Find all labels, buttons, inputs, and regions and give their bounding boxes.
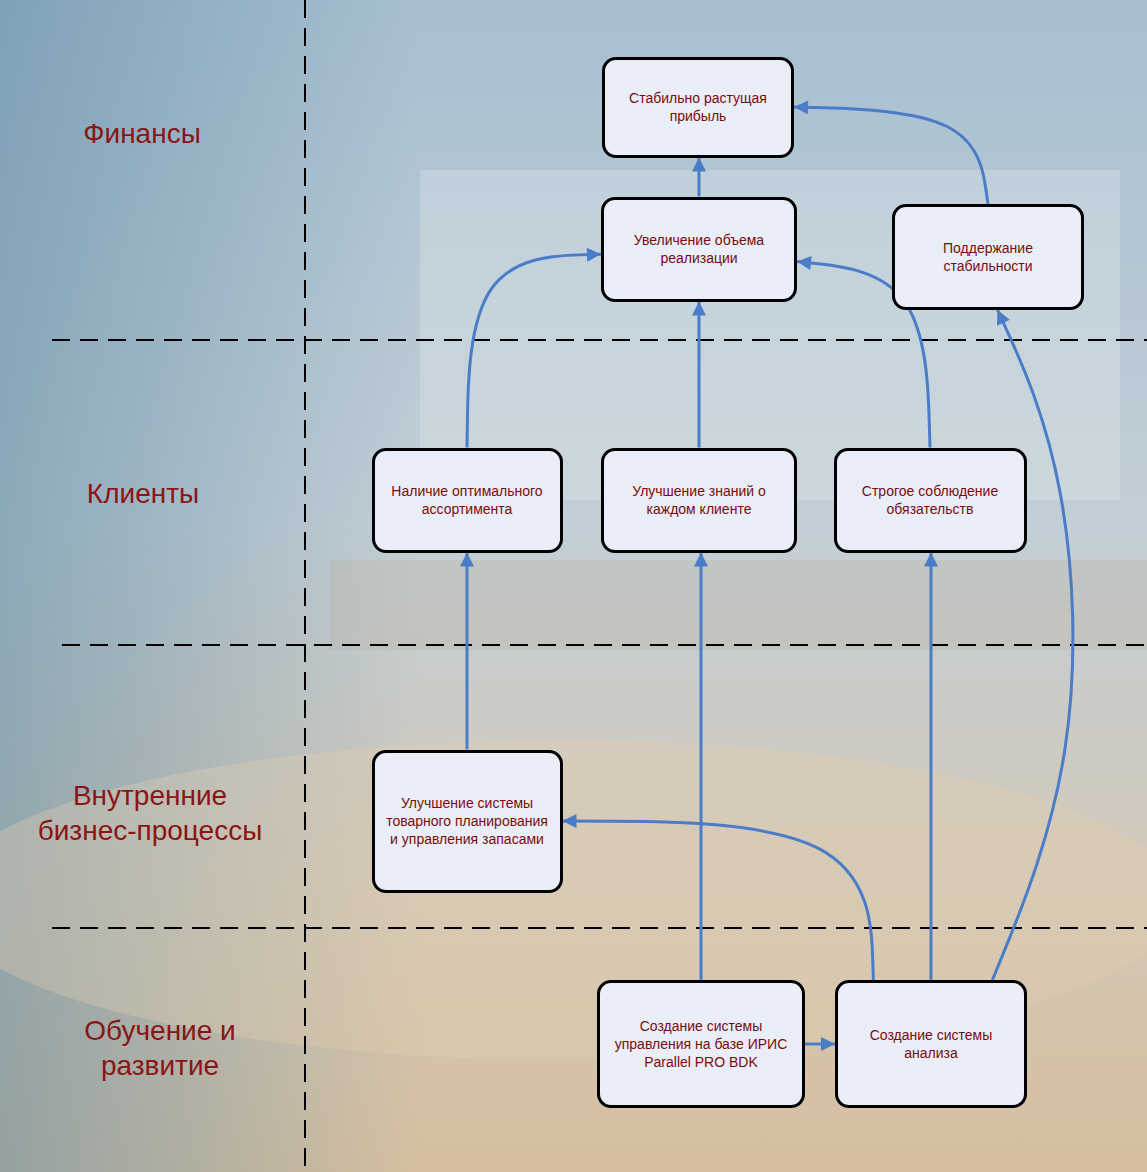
connector-arrow [794, 107, 988, 204]
goal-text: Создание системы управления на базе ИРИС… [606, 1017, 796, 1072]
goal-text: Создание системы анализа [844, 1026, 1018, 1062]
goal-text: Поддержание стабильности [901, 239, 1075, 275]
strategy-goal-box: Стабильно растущая прибыль [602, 57, 794, 158]
connector-arrow [992, 310, 1072, 980]
goal-text: Наличие оптимального ассортимента [381, 482, 554, 518]
connector-arrow [700, 553, 703, 981]
perspective-label: Финансы [12, 116, 272, 151]
strategy-goal-box: Поддержание стабильности [892, 204, 1084, 310]
strategy-goal-box: Увеличение объема реализации [601, 197, 797, 302]
strategy-goal-box: Строгое соблюдение обязательств [834, 448, 1027, 553]
strategy-goal-box: Улучшение знаний о каждом клиенте [601, 448, 797, 553]
goal-text: Увеличение объема реализации [610, 231, 788, 267]
goal-text: Улучшение знаний о каждом клиенте [610, 482, 788, 518]
connector-arrow [467, 254, 601, 447]
strategy-goal-box: Создание системы управления на базе ИРИС… [597, 980, 805, 1108]
connector-arrow [698, 302, 701, 448]
connector-arrow [698, 158, 701, 197]
connector-arrow [805, 1043, 835, 1046]
strategy-goal-box: Улучшение системы товарного планирования… [372, 750, 563, 893]
connector-arrow [466, 553, 469, 750]
goal-text: Строгое соблюдение обязательств [843, 482, 1018, 518]
perspective-label: Клиенты [13, 476, 273, 511]
strategy-goal-box: Создание системы анализа [835, 980, 1027, 1108]
perspective-label: Обучение и развитие [70, 1013, 250, 1083]
perspective-label: Внутренние бизнес-процессы [30, 778, 270, 848]
goal-text: Улучшение системы товарного планирования… [381, 794, 554, 849]
goal-text: Стабильно растущая прибыль [611, 89, 785, 125]
connector-arrow [930, 553, 933, 981]
strategy-goal-box: Наличие оптимального ассортимента [372, 448, 563, 553]
connector-arrow [563, 821, 874, 980]
